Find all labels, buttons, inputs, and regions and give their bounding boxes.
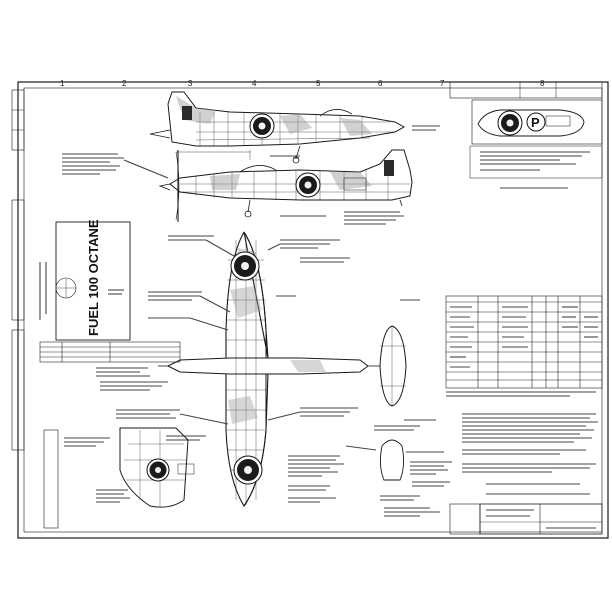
underwing-detail <box>43 427 195 529</box>
serial-letter-circle <box>526 112 546 132</box>
left-edge-strip <box>11 89 25 451</box>
fuel-label-panel: FUEL 100 OCTANE <box>39 219 131 341</box>
grid-number: 6 <box>378 79 383 88</box>
grid-number: 3 <box>188 79 193 88</box>
roundel-wing-lower <box>233 455 263 485</box>
plan-view <box>116 231 436 508</box>
notes-upper-left <box>62 153 169 179</box>
colour-spec-table <box>445 295 603 397</box>
title-block <box>449 503 603 535</box>
grid-number: 5 <box>316 79 321 88</box>
side-view-lower <box>158 149 413 225</box>
fin-rudder-detail <box>345 439 452 517</box>
left-spec-table <box>39 341 181 391</box>
grid-number: 4 <box>252 79 257 88</box>
grid-number: 7 <box>440 79 445 88</box>
sheet-inner-border <box>23 87 603 533</box>
grid-number: 1 <box>60 79 65 88</box>
roundel-side-lower <box>295 172 321 198</box>
roundel-wing-upper <box>230 251 260 281</box>
notes-block-right <box>462 413 598 495</box>
side-view-upper <box>149 91 440 164</box>
fin-marking-detail: P <box>449 81 603 189</box>
serial-letter: P <box>531 115 540 130</box>
roundel-side-upper <box>249 113 275 139</box>
roundel-underwing <box>146 458 170 482</box>
fuel-label-text: FUEL 100 OCTANE <box>86 219 101 336</box>
sheet-border <box>17 81 609 539</box>
grid-number: 8 <box>540 79 545 88</box>
grid-number-row: 1 2 3 4 5 6 7 8 <box>60 79 545 88</box>
roundel-fin-detail <box>497 110 523 136</box>
grid-number: 2 <box>122 79 127 88</box>
